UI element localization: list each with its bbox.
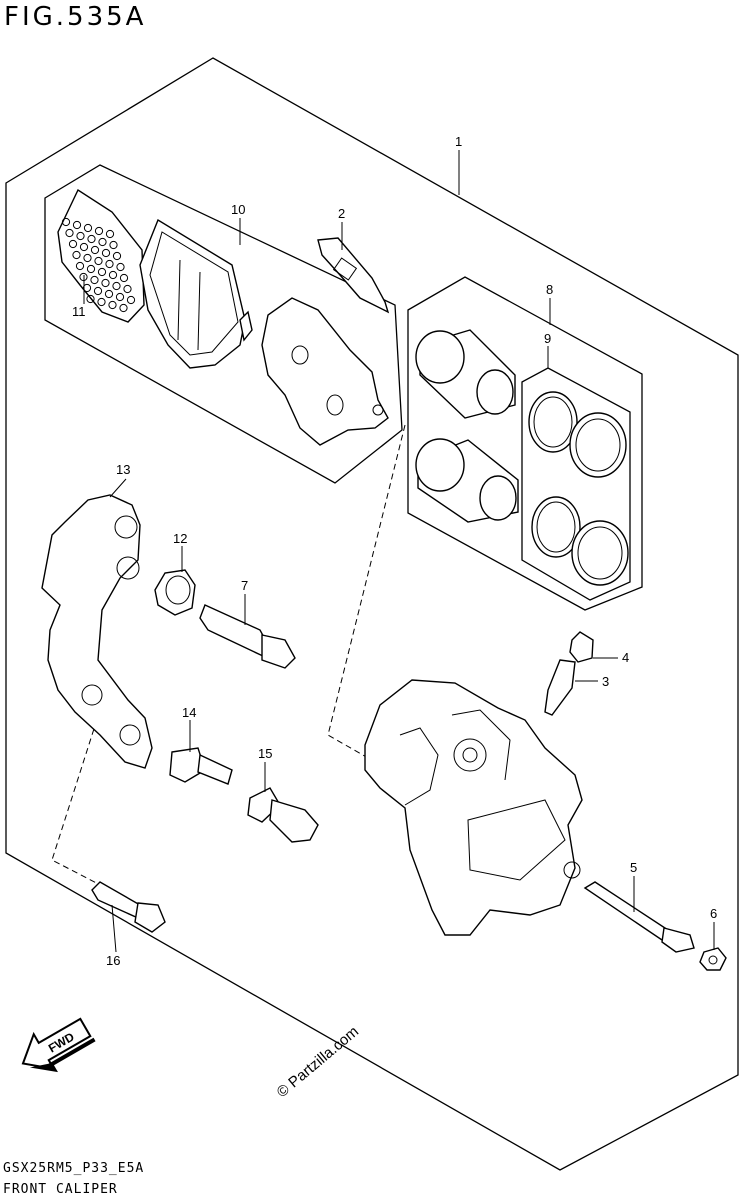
shim-hole [93,286,103,296]
shim-hole [86,264,96,274]
shim-hole [123,284,132,294]
shim-hole [94,256,103,266]
callout-16: 16 [106,953,120,968]
callout-7: 7 [241,578,248,593]
callout-12: 12 [173,531,187,546]
shim-hole [112,281,121,291]
callout-6: 6 [710,906,717,921]
shim-hole [94,226,104,236]
callout-5: 5 [630,860,637,875]
shim-hole [75,261,85,271]
guide-line-caliper [327,424,406,763]
shim-hole [115,292,125,302]
footer-name: FRONT CALIPER [3,1182,118,1197]
caliper-piston-upper [415,329,516,419]
brake-pad-backing-part [261,297,389,446]
shim-hole [101,278,110,288]
bleeder-cap [569,631,594,663]
fwd-arrow-icon: FWD [21,1017,96,1073]
caliper-bracket-part [41,494,153,769]
shim-hole [104,289,114,299]
shim-hole [68,239,78,249]
shim-hole [65,228,74,238]
callout-10: 10 [231,202,245,217]
leader-lines [83,150,715,953]
bracket-bolt [91,881,166,933]
shim-hole [112,251,122,261]
shim-hole [90,245,100,255]
slide-pin-15 [247,787,319,843]
shim-hole [119,273,129,283]
pad-shim-part [57,188,145,323]
shim-hole [108,300,117,310]
slide-pin-14 [169,747,233,785]
shim-hole [105,229,115,239]
shim-hole [72,250,81,260]
shim-hole [119,303,128,313]
shim-hole [86,294,95,304]
shim-hole [83,223,93,233]
shim-hole [126,295,136,305]
shim-hole [83,253,92,263]
shim-hole [87,234,96,244]
footer-code: GSX25RM5_P33_E5A [3,1161,145,1176]
figure-title: FIG.535A [4,2,147,32]
callout-15: 15 [258,746,272,761]
watermark: © Partzilla.com [274,1023,362,1101]
shim-hole [79,242,89,252]
shim-hole [97,267,107,277]
callout-labels: 1 2 3 4 5 6 7 8 9 10 11 12 13 14 15 16 [72,134,717,968]
shim-hole [101,248,111,258]
callout-13: 13 [116,462,130,477]
shim-hole [105,259,114,269]
shim-hole [82,283,92,293]
shim-hole [90,275,99,285]
callout-9: 9 [544,331,551,346]
shim-hole [97,297,106,307]
callout-4: 4 [622,650,629,665]
assembly-outline-1 [5,57,739,1171]
pin-nut [699,947,727,971]
callout-8: 8 [546,282,553,297]
shim-hole [109,240,118,250]
guide-line-bracket [51,709,111,891]
callout-14: 14 [182,705,196,720]
caliper-body-part [364,679,583,936]
pad-spring-part [317,237,390,314]
pad-set-outline [44,164,403,484]
pin-boot-part [154,569,196,616]
caliper-pin-5 [583,881,695,953]
shim-hole [76,231,85,241]
shim-hole [116,262,125,272]
shim-hole [61,217,71,227]
callout-3: 3 [602,674,609,689]
slide-pin-7 [199,604,296,669]
piston-seal-set [528,391,629,586]
callout-1: 1 [455,134,462,149]
shim-hole [72,220,82,230]
shim-hole [108,270,118,280]
caliper-piston-lower [415,438,519,523]
shim-hole [98,237,107,247]
bleeder-valve [544,659,576,716]
callout-11: 11 [72,304,86,319]
brake-pad-part [139,218,253,369]
piston-set-outline [407,276,643,611]
callout-2: 2 [338,206,345,221]
